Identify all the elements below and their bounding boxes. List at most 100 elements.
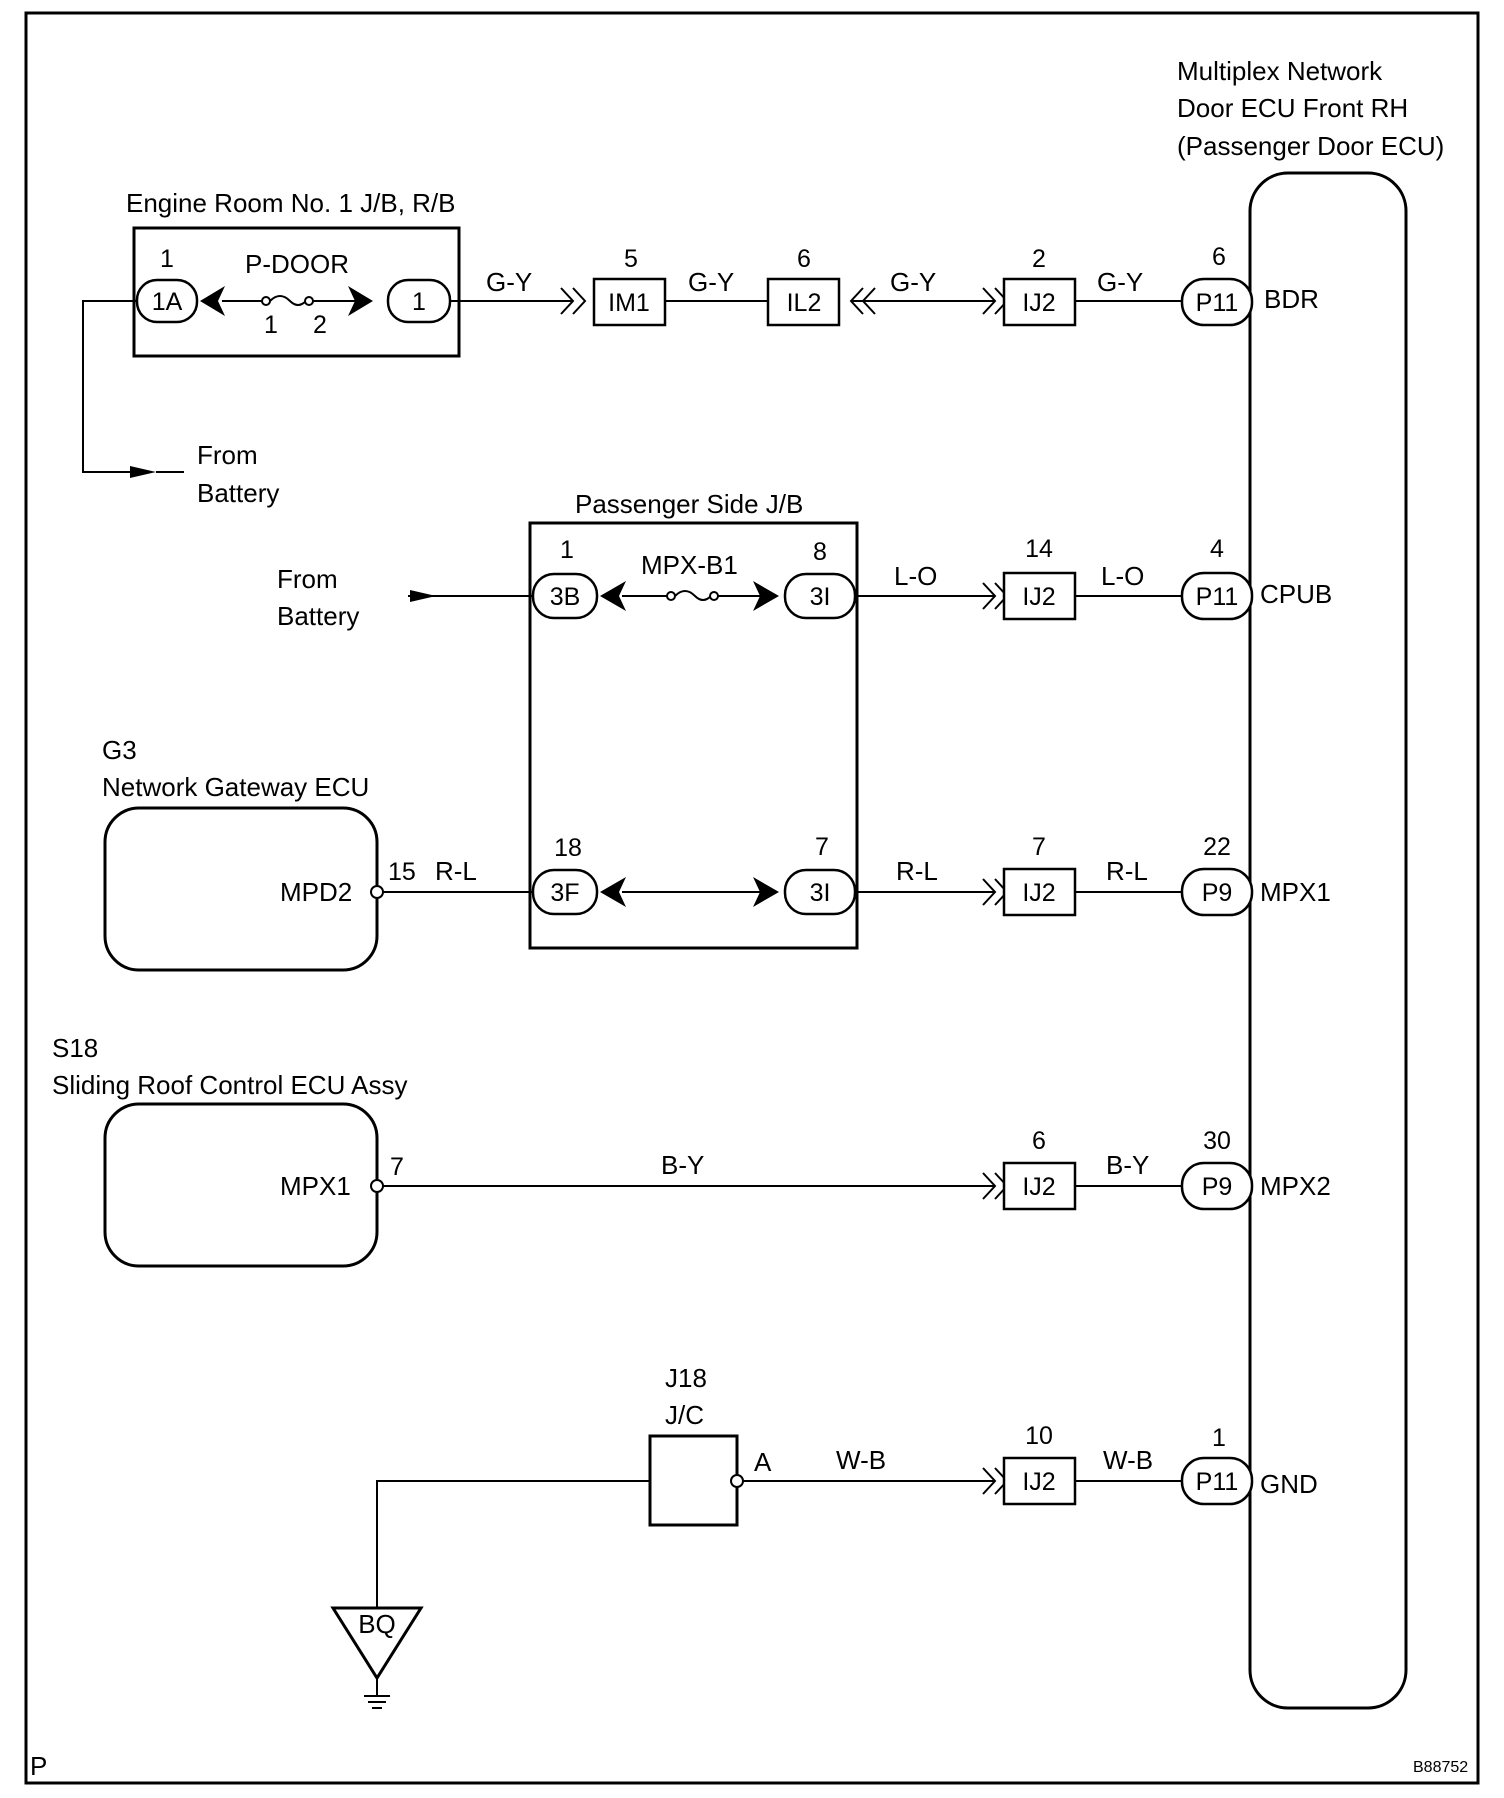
junction-type: J/C [665,1400,704,1430]
gnd-ij2-pin: 10 [1025,1422,1053,1450]
pj-top-right-chevron [753,581,779,611]
mpx2-wire-1-color: B-Y [661,1150,704,1180]
ground-label: BQ [358,1609,396,1639]
er-fuse-pin-a: 1 [264,311,278,339]
bdr-im1-connector [592,277,667,327]
gnd-p-connector [1180,1456,1254,1506]
bdr-im1-label: IM1 [608,289,650,317]
bdr-p-connector [1180,277,1254,327]
bdr-il2-label: IL2 [787,289,822,317]
figure-id: B88752 [1413,1759,1468,1776]
bdr-ij2-pin: 2 [1032,245,1046,273]
er-left-connector-label: 1A [152,288,183,316]
pj-top-left-label: 3B [550,583,581,611]
er-right-chevron [348,286,373,316]
ecu-terminal-cpub: CPUB [1260,579,1332,609]
mpx2-ij2-pin: 6 [1032,1127,1046,1155]
mpx2-ij2-connector [1002,1161,1077,1211]
pj-bot-right-chevron [753,877,779,907]
bdr-p-pin: 6 [1212,243,1226,271]
mpx2-ij2-label: IJ2 [1022,1173,1055,1201]
pj-fuse-name: MPX-B1 [641,550,738,580]
gnd-p-label: P11 [1196,1468,1239,1496]
cpub-p-label: P11 [1196,583,1239,611]
ecu-terminal-mpx1: MPX1 [1260,877,1331,907]
network-gateway-ecu: G3 Network Gateway ECU MPD2 15 [102,735,416,972]
ecu-terminal-mpx2: MPX2 [1260,1171,1331,1201]
pj-fuse-element [674,590,712,601]
bdr-arrow-1 [560,287,587,315]
battery-feed-1-wire [82,300,137,473]
pj-bot-left-label: 3F [550,879,579,907]
mpx1-wire-2-color: R-L [1106,856,1148,886]
bdr-wire-2-color: G-Y [688,267,734,297]
from-battery-1-line-2: Battery [197,478,279,508]
from-battery-1-line-1: From [197,440,258,470]
er-left-chevron [200,286,225,316]
gnd-p-pin: 1 [1212,1424,1226,1452]
pj-top-right-pin: 8 [813,538,827,566]
sliding-roof-terminal: MPX1 [280,1171,351,1201]
row-cpub: L-O 14 IJ2 L-O 4 P11 [855,535,1254,621]
sliding-roof-id: S18 [52,1033,98,1063]
pj-fuse-terminal-b [709,591,719,601]
row-mpx2: B-Y 6 IJ2 B-Y 30 P9 [383,1127,1254,1211]
bdr-im1-pin: 5 [624,245,638,273]
mpx1-p-label: P9 [1202,879,1233,907]
ground-wire [376,1480,650,1608]
cpub-wire-1-color: L-O [894,561,937,591]
corner-label: P [30,1751,47,1781]
er-fuse-element [269,295,307,306]
gnd-ij2-label: IJ2 [1022,1468,1055,1496]
cpub-wire-2-color: L-O [1101,561,1144,591]
pj-bot-left-chevron [600,877,626,907]
pj-bot-left-pin: 18 [554,834,582,862]
er-fuse-name: P-DOOR [245,249,349,279]
from-battery-2-line-1: From [277,564,338,594]
mpx1-ij2-label: IJ2 [1022,879,1055,907]
junction-id: J18 [665,1363,707,1393]
passenger-door-ecu: Multiplex Network Door ECU Front RH (Pas… [1177,56,1444,1710]
sliding-roof-ecu: S18 Sliding Roof Control ECU Assy MPX1 7 [52,1033,407,1268]
battery-feed-1-arrow [130,466,156,478]
gateway-pin: 15 [388,858,416,886]
er-left-pin: 1 [160,245,174,273]
pj-bot-right-pin: 7 [815,833,829,861]
diagram-frame [24,11,1480,1785]
cpub-ij2-label: IJ2 [1022,583,1055,611]
gateway-terminal: MPD2 [280,877,352,907]
ecu-title-line-2: Door ECU Front RH [1177,93,1408,123]
sliding-roof-name: Sliding Roof Control ECU Assy [52,1070,407,1100]
ecu-terminal-bdr: BDR [1264,284,1319,314]
gateway-terminal-point [370,885,384,899]
engine-room-jb: Engine Room No. 1 J/B, R/B 1 1A P-DOOR 1… [126,188,461,358]
cpub-ij2-connector [1002,571,1077,621]
passenger-jb-title: Passenger Side J/B [575,489,803,519]
ecu-body [1248,171,1408,1710]
sliding-roof-pin: 7 [390,1153,404,1181]
mpx2-wire-2-color: B-Y [1106,1150,1149,1180]
gnd-wire-1-color: W-B [836,1445,886,1475]
battery-feed-2-arrow [410,590,436,602]
mpx1-ij2-connector [1002,867,1077,917]
row-bdr: G-Y 5 IM1 G-Y 6 IL2 G-Y 2 IJ2 G-Y 6 P11 [450,243,1254,327]
passenger-side-jb: Passenger Side J/B 1 3B MPX-B1 8 3I 18 3… [528,489,859,950]
ground-triangle [330,1606,424,1681]
row-mpx1: R-L R-L 7 IJ2 R-L 22 P9 [383,833,1254,917]
gateway-name: Network Gateway ECU [102,772,369,802]
bdr-wire-3-color: G-Y [890,267,936,297]
bdr-ij2-label: IJ2 [1022,289,1055,317]
gateway-id: G3 [102,735,137,765]
gnd-wire-2-color: W-B [1103,1445,1153,1475]
bdr-p-label: P11 [1196,289,1239,317]
row-gnd: W-B 10 IJ2 W-B 1 P11 [743,1422,1254,1506]
junction-terminal: A [754,1447,772,1477]
from-battery-2-line-2: Battery [277,601,359,631]
engine-room-jb-title: Engine Room No. 1 J/B, R/B [126,188,455,218]
mpx1-p-connector [1180,867,1254,917]
mpx2-p-pin: 30 [1203,1127,1231,1155]
pj-bot-right-label: 3I [810,879,831,907]
mpx1-wire-1-color: R-L [896,856,938,886]
pj-top-right-label: 3I [810,583,831,611]
junction-connector: J18 J/C A [648,1363,772,1527]
